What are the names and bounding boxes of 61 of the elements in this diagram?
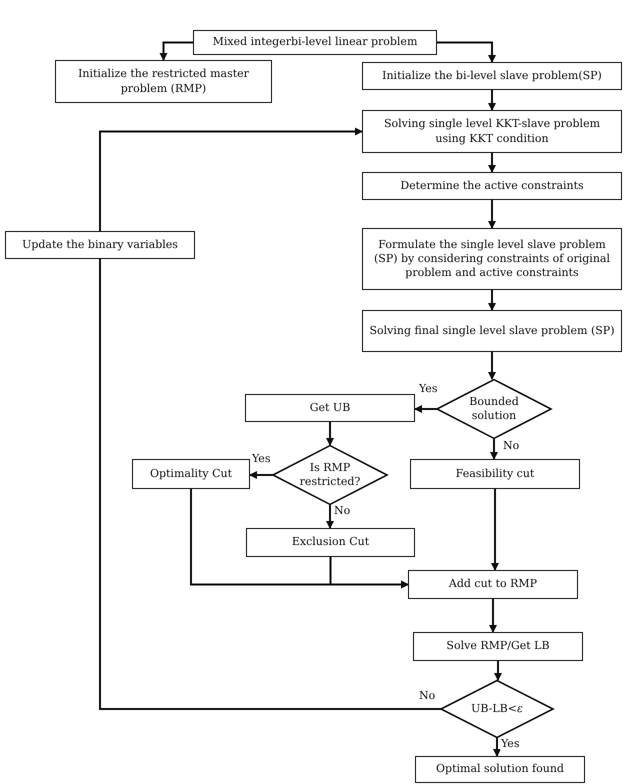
node-text: Update the binary variables: [22, 238, 178, 252]
edge-label: Yes: [251, 453, 272, 466]
arrow: [326, 505, 334, 529]
node-text: Add cut to RMP: [448, 577, 538, 592]
process-box: [413, 632, 583, 661]
process-box: [362, 110, 622, 153]
arrow: [488, 290, 496, 311]
node-text: Is RMP restricted?: [298, 460, 362, 490]
arrow: [160, 42, 193, 61]
node-text: Initialize the bi-level slave problem(SP): [382, 68, 602, 84]
arrow: [488, 200, 496, 229]
arrow: [491, 489, 499, 571]
node-text: UB-LB<ε: [471, 702, 523, 716]
node-text: Solving final single level slave problem (SP): [370, 324, 614, 338]
arrow: [326, 422, 334, 446]
process-box: [193, 30, 437, 55]
node-text: Solving single level KKT-slave problem using KKT condition: [382, 117, 602, 146]
edge-label: No: [418, 690, 436, 702]
decision-diamond: [441, 680, 553, 738]
arrow: [488, 90, 496, 111]
process-box: [55, 60, 272, 103]
arrow: [249, 471, 273, 479]
process-box: [362, 172, 622, 200]
decision-diamond: [273, 445, 387, 505]
node-text: Bounded solution: [468, 394, 520, 424]
edge-label: No: [502, 440, 520, 452]
process-box: [246, 528, 415, 557]
edge-label: Yes: [500, 738, 520, 750]
node-text: Mixed integerbi-level linear problem: [212, 35, 418, 50]
process-box: [245, 394, 415, 422]
node-text: Get UB: [310, 400, 350, 416]
process-box: [362, 62, 622, 90]
arrow: [493, 738, 501, 757]
process-box: [415, 756, 585, 783]
edge-label: No: [333, 505, 352, 518]
arrow: [330, 557, 409, 588]
arrow: [488, 153, 496, 173]
arrow: [494, 661, 502, 681]
node-text: Formulate the single level slave problem (SP) by considering constraints of original problem and active constraints: [373, 238, 611, 280]
connector-line: [99, 259, 441, 710]
decision-diamond: [437, 379, 551, 439]
node-text: Exclusion Cut: [292, 535, 370, 550]
edge-label: Yes: [418, 383, 438, 396]
arrow: [414, 405, 437, 413]
arrow: [437, 42, 496, 63]
node-text: Feasibility cut: [456, 466, 534, 482]
arrow: [489, 599, 497, 633]
arrow: [488, 352, 496, 380]
node-text: Determine the active constraints: [400, 178, 584, 194]
process-box: [132, 459, 250, 489]
process-box: [5, 231, 195, 259]
node-text: Optimality Cut: [150, 466, 232, 482]
process-box: [362, 310, 622, 352]
node-text: Initialize the restricted master problem (RMP): [77, 67, 250, 96]
arrow: [490, 439, 498, 460]
process-box: [362, 228, 622, 290]
arrow: [99, 128, 363, 231]
process-box: [410, 459, 580, 489]
node-text: Optimal solution found: [436, 762, 564, 777]
node-text: Solve RMP/Get LB: [446, 639, 550, 654]
process-box: [408, 570, 578, 599]
